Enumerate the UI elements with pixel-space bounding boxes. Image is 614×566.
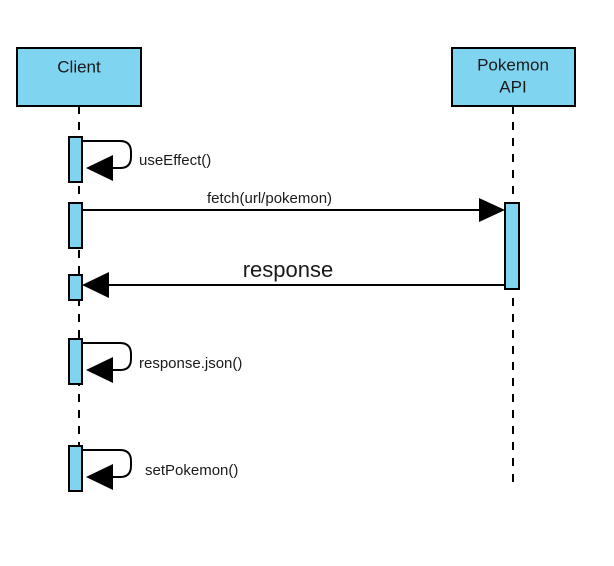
activation-bar-fetch [68, 202, 83, 249]
message-setpokemon[interactable]: setPokemon() [82, 449, 238, 490]
arrowhead-fetch [479, 198, 505, 222]
arrowhead-response [82, 272, 109, 298]
message-label-response-json: response.json() [139, 355, 242, 372]
participant-box-pokemon-api[interactable] [451, 47, 576, 107]
activation-bar-setpokemon [68, 445, 83, 492]
self-loop-path-response-json [82, 342, 132, 371]
activation-bar-response-json [68, 338, 83, 385]
message-label-useeffect: useEffect() [139, 152, 211, 169]
message-label-setpokemon: setPokemon() [145, 462, 238, 479]
participant-label-pokemon-api-line2: API [499, 77, 526, 96]
activation-bar-useeffect [68, 136, 83, 183]
participant-label-client: Client [57, 57, 101, 76]
message-label-fetch: fetch(url/pokemon) [207, 190, 332, 207]
activation-bars [68, 136, 520, 492]
activation-bar-response [68, 274, 83, 301]
activation-bar-api [504, 202, 520, 290]
message-response[interactable]: response [82, 257, 505, 298]
self-loop-path-setpokemon [82, 449, 132, 478]
self-loop-path-useeffect [82, 140, 132, 169]
message-label-response: response [243, 257, 334, 282]
participant-client[interactable]: Client [16, 47, 142, 107]
participant-box-client[interactable] [16, 47, 142, 107]
message-fetch[interactable]: fetch(url/pokemon) [82, 190, 505, 222]
participant-pokemon-api[interactable]: Pokemon API [451, 47, 576, 107]
participant-label-pokemon-api-line1: Pokemon [477, 55, 549, 74]
arrowhead-setpokemon [86, 464, 113, 490]
arrowhead-response-json [86, 357, 113, 383]
arrowhead-useeffect [86, 155, 113, 181]
message-useeffect[interactable]: useEffect() [82, 140, 211, 181]
message-response-json[interactable]: response.json() [82, 342, 242, 383]
